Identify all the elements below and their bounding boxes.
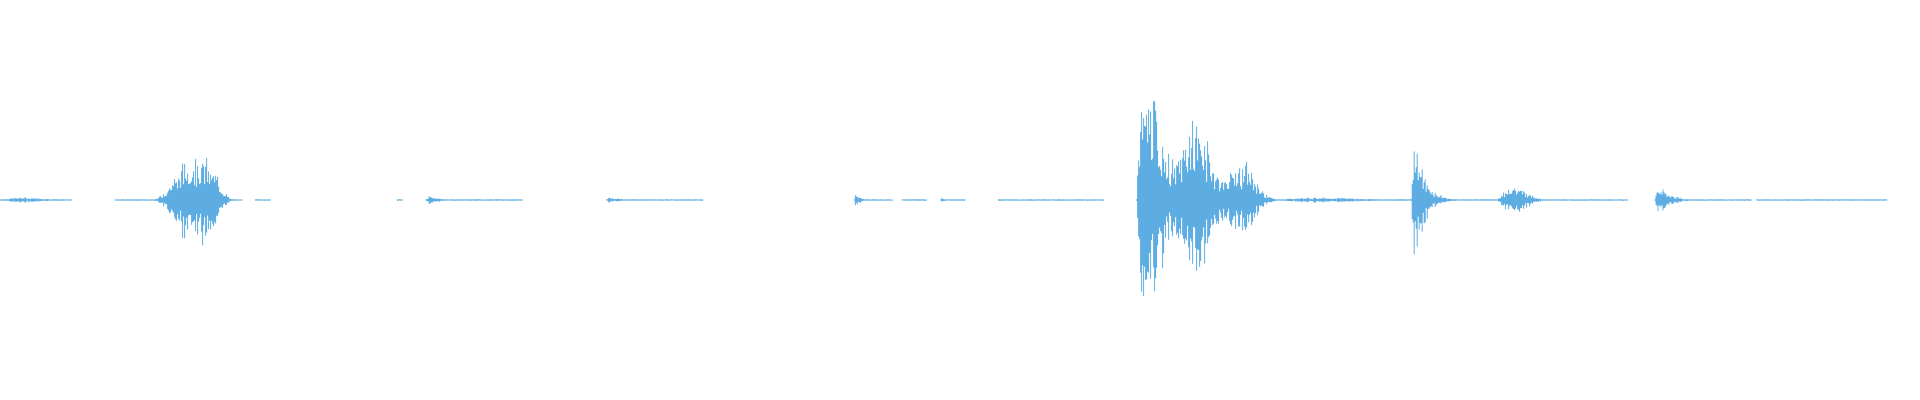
waveform-segment-13 [1276, 197, 1412, 203]
waveform-segment-15 [1497, 188, 1547, 212]
waveform-segment-5 [396, 199, 403, 201]
waveform-segment-2 [114, 199, 154, 201]
waveform-segment-4 [254, 199, 271, 201]
waveform-segment-11 [997, 199, 1104, 201]
waveform-segment-10 [940, 197, 966, 202]
waveform-segment-12 [1136, 101, 1278, 297]
waveform-segment-14 [1410, 151, 1498, 255]
waveform-segment-18 [1756, 199, 1888, 201]
waveform-segment-1 [0, 197, 72, 203]
waveform-segment-9 [901, 199, 927, 201]
waveform-segment-8 [853, 195, 893, 206]
waveform-segment-7 [606, 197, 704, 203]
waveform-segment-6 [425, 196, 523, 204]
waveform-segment-17 [1654, 189, 1752, 211]
waveform-segment-16 [1545, 199, 1629, 201]
waveform-segment-3 [153, 157, 243, 246]
